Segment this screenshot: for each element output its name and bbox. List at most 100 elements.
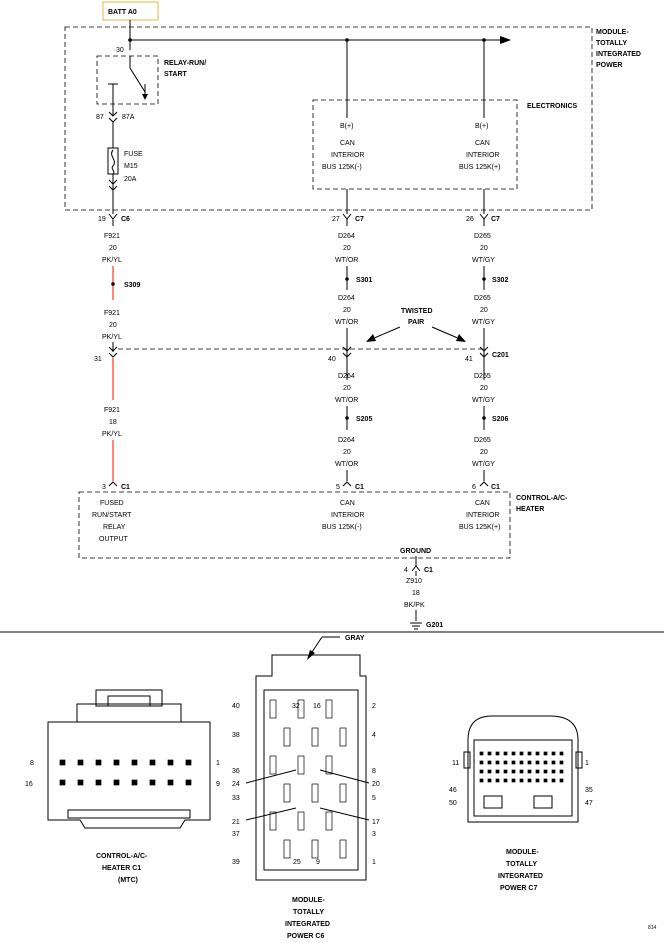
module-can-plus: B(+) CAN INTERIOR BUS 125K(+) [459, 123, 500, 171]
module-title: MODULE- TOTALLY INTEGRATED POWER [596, 29, 641, 69]
right-c1-pin: 6 [472, 484, 476, 491]
svg-text:CONTROL-A/C-: CONTROL-A/C- [96, 853, 148, 860]
svg-text:32: 32 [292, 703, 300, 710]
svg-text:11: 11 [452, 760, 459, 767]
svg-text:FUSED: FUSED [100, 500, 124, 507]
left-wire-1: F921 20 PK/YL [102, 233, 122, 264]
svg-text:D264: D264 [338, 233, 355, 240]
svg-text:F921: F921 [104, 310, 120, 317]
hvac-fused-output: FUSED RUN/START RELAY OUTPUT [92, 500, 132, 543]
hvac-can-minus: CAN INTERIOR BUS 125K(-) [322, 500, 364, 531]
svg-text:WT/GY: WT/GY [472, 257, 495, 264]
svg-text:HEATER C1: HEATER C1 [102, 865, 141, 872]
svg-text:CONTROL-A/C-: CONTROL-A/C- [516, 495, 568, 502]
svg-text:POWER C7: POWER C7 [500, 885, 537, 892]
splice-s205: S205 [356, 416, 372, 423]
svg-text:D265: D265 [474, 295, 491, 302]
svg-text:16: 16 [25, 781, 33, 788]
svg-text:1: 1 [372, 859, 376, 866]
svg-text:F921: F921 [104, 407, 120, 414]
right-c1-label: C1 [491, 484, 500, 491]
svg-text:INTERIOR: INTERIOR [331, 152, 364, 159]
left-c1-label: C1 [121, 484, 130, 491]
svg-text:50: 50 [449, 800, 457, 807]
mid-c1-label: C1 [355, 484, 364, 491]
svg-text:20: 20 [343, 245, 351, 252]
svg-text:INTERIOR: INTERIOR [466, 152, 499, 159]
svg-text:38: 38 [232, 732, 240, 739]
right-c7-label: C7 [491, 216, 500, 223]
svg-text:POWER: POWER [596, 62, 622, 69]
left-wire-2: F921 20 PK/YL [102, 310, 122, 341]
svg-text:3: 3 [372, 831, 376, 838]
mid-c1-pin: 5 [336, 484, 340, 491]
svg-text:START: START [164, 71, 188, 78]
svg-text:INTEGRATED: INTEGRATED [596, 51, 641, 58]
svg-text:WT/GY: WT/GY [472, 397, 495, 404]
arrow-right-icon [456, 334, 466, 342]
relay-pin-87: 87 [96, 114, 104, 121]
svg-text:20: 20 [343, 449, 351, 456]
relay-label: RELAY-RUN/ START [164, 60, 206, 78]
svg-text:18: 18 [412, 590, 420, 597]
svg-text:20: 20 [109, 322, 117, 329]
svg-text:5: 5 [372, 795, 376, 802]
svg-text:RELAY: RELAY [103, 524, 126, 531]
splice-s302: S302 [492, 277, 508, 284]
svg-text:TWISTED: TWISTED [401, 308, 433, 315]
svg-text:RUN/START: RUN/START [92, 512, 132, 519]
svg-text:OUTPUT: OUTPUT [99, 536, 129, 543]
relay-pin-30: 30 [116, 47, 124, 54]
svg-text:BUS 125K(-): BUS 125K(-) [322, 164, 362, 171]
svg-text:BUS 125K(+): BUS 125K(+) [459, 164, 500, 171]
svg-text:20: 20 [480, 307, 488, 314]
gray-label: GRAY [345, 635, 365, 642]
svg-text:RELAY-RUN/: RELAY-RUN/ [164, 60, 206, 67]
svg-text:9: 9 [316, 859, 320, 866]
module-box [64, 26, 593, 211]
relay-box [96, 55, 159, 105]
ground-c1-label: C1 [424, 567, 433, 574]
svg-text:PK/YL: PK/YL [102, 257, 122, 264]
right-wire-3: D265 20 WT/GY [472, 373, 495, 404]
c201-label: C201 [492, 352, 509, 359]
svg-text:47: 47 [585, 800, 593, 807]
splice-s309: S309 [124, 282, 140, 289]
svg-text:M15: M15 [124, 163, 138, 170]
svg-text:18: 18 [109, 419, 117, 426]
svg-text:8: 8 [372, 768, 376, 775]
svg-text:CAN: CAN [475, 140, 490, 147]
svg-text:B(+): B(+) [340, 123, 353, 130]
svg-text:25: 25 [293, 859, 301, 866]
fuse-label: FUSE M15 20A [124, 151, 143, 183]
page-number: 814 [648, 925, 657, 931]
svg-text:PK/YL: PK/YL [102, 334, 122, 341]
svg-text:F921: F921 [104, 233, 120, 240]
electronics-box [312, 99, 518, 190]
ground-wire: Z910 18 BK/PK [404, 578, 425, 609]
svg-text:B(+): B(+) [475, 123, 488, 130]
svg-text:16: 16 [313, 703, 321, 710]
svg-text:POWER C6: POWER C6 [287, 933, 324, 940]
svg-text:37: 37 [232, 831, 240, 838]
svg-text:D265: D265 [474, 233, 491, 240]
svg-text:CAN: CAN [340, 140, 355, 147]
module-can-minus: B(+) CAN INTERIOR BUS 125K(-) [322, 123, 364, 171]
svg-text:BUS 125K(+): BUS 125K(+) [459, 524, 500, 531]
svg-text:20: 20 [372, 781, 380, 788]
svg-text:Z910: Z910 [406, 578, 422, 585]
svg-text:33: 33 [232, 795, 240, 802]
electronics-label: ELECTRONICS [527, 103, 578, 110]
svg-text:INTEGRATED: INTEGRATED [285, 921, 330, 928]
svg-text:WT/GY: WT/GY [472, 461, 495, 468]
svg-text:INTERIOR: INTERIOR [331, 512, 364, 519]
svg-text:PK/YL: PK/YL [102, 431, 122, 438]
mid-wire-1: D264 20 WT/OR [335, 233, 358, 264]
c6-label: C6 [121, 216, 130, 223]
right-c201-pin: 41 [465, 356, 473, 363]
svg-text:INTERIOR: INTERIOR [466, 512, 499, 519]
mid-c7-label: C7 [355, 216, 364, 223]
mid-wire-4: D264 20 WT/OR [335, 437, 358, 468]
c6-pin: 19 [98, 216, 106, 223]
svg-text:8: 8 [30, 760, 34, 767]
